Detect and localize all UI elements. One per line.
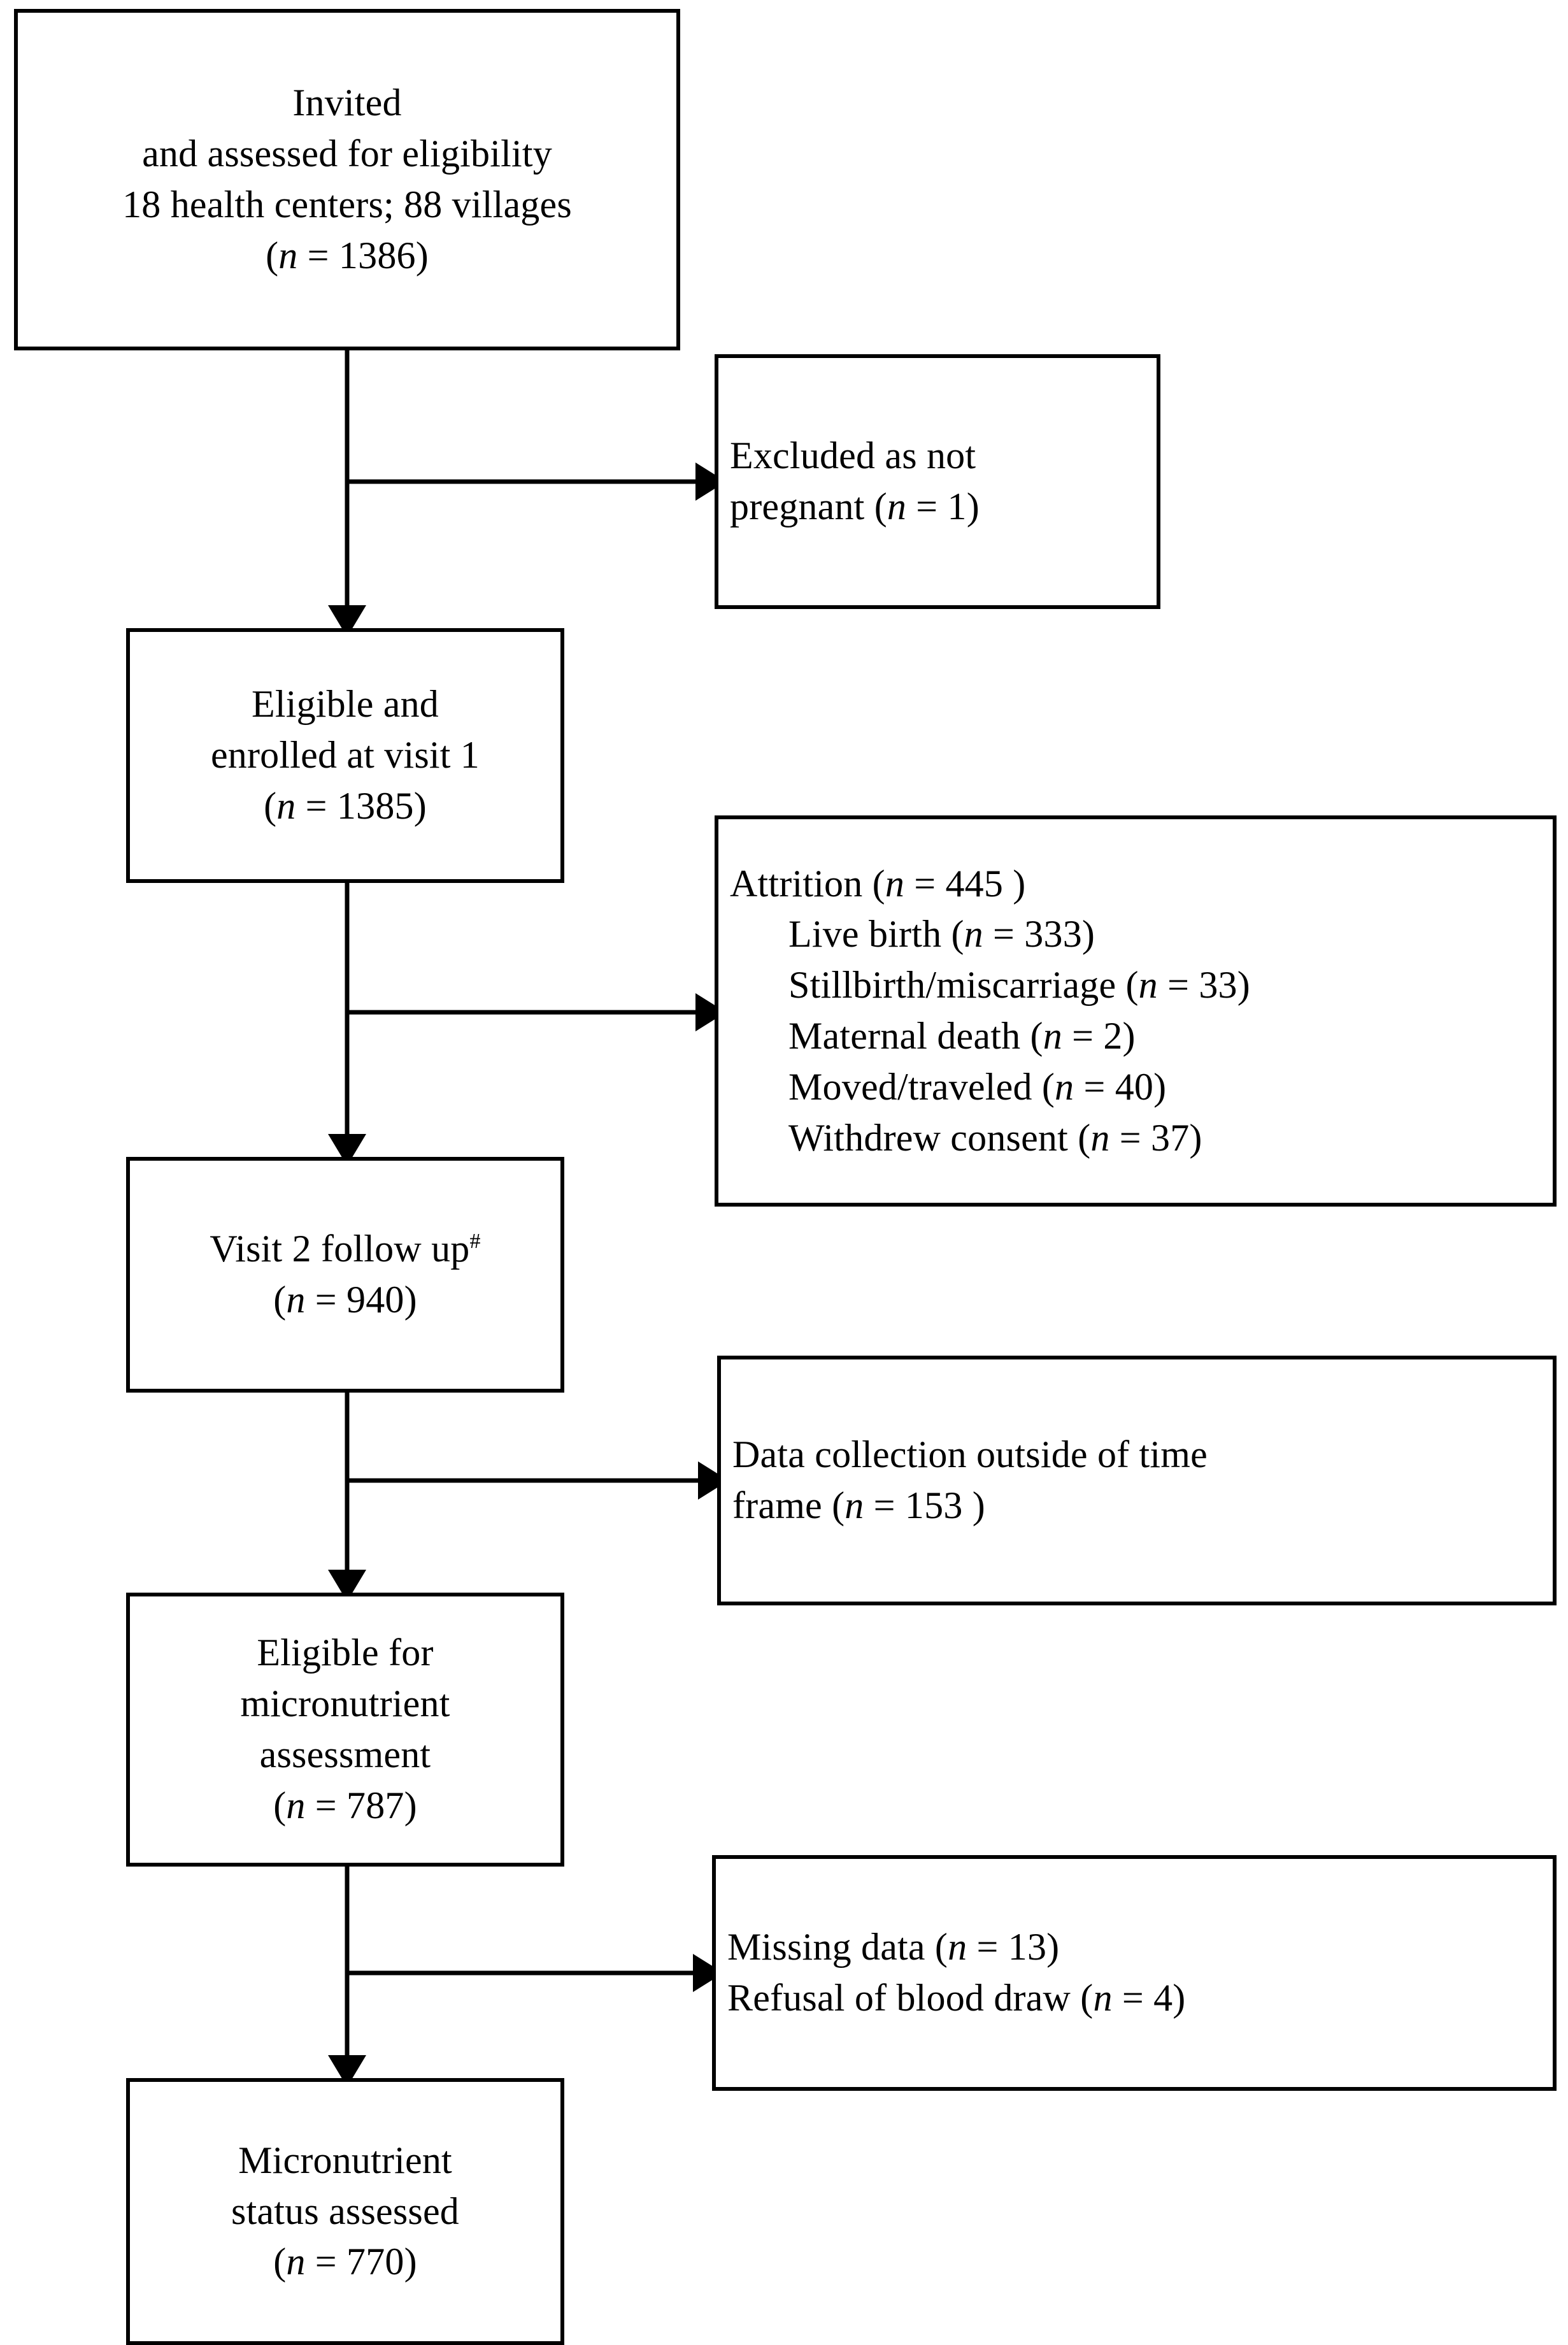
node-line-count: frame (n = 153 ) — [732, 1484, 985, 1526]
node-line: Data collection outside of time — [732, 1433, 1208, 1476]
node-line: Micronutrient — [238, 2139, 452, 2181]
node-line-count: Withdrew consent (n = 37) — [788, 1116, 1202, 1159]
node-micronutrient-status-assessed[interactable]: Micronutrient status assessed (n = 770) — [126, 2078, 564, 2345]
node-invited-and-assessed[interactable]: Invited and assessed for eligibility 18 … — [14, 9, 680, 350]
node-line-count: (n = 1386) — [266, 234, 429, 276]
node-line-count: (n = 787) — [273, 1784, 417, 1826]
node-line-count: Missing data (n = 13) — [727, 1926, 1060, 1969]
node-eligible-for-micronutrient-assessment[interactable]: Eligible for micronutrient assessment (n… — [126, 1593, 564, 1867]
node-excluded-as-not-pregnant[interactable]: Excluded as not pregnant (n = 1) — [715, 354, 1160, 609]
node-line: 18 health centers; 88 villages — [122, 183, 572, 226]
node-attrition[interactable]: Attrition (n = 445 ) Live birth (n = 333… — [715, 815, 1557, 1207]
node-line-count: Attrition (n = 445 ) — [730, 862, 1026, 905]
node-line-count: Maternal death (n = 2) — [788, 1015, 1136, 1057]
node-line: Eligible and — [252, 683, 439, 726]
node-eligible-and-enrolled-visit-1[interactable]: Eligible and enrolled at visit 1 (n = 13… — [126, 628, 564, 883]
connector-eligible2-to-missing — [347, 1954, 723, 1992]
node-line: enrolled at visit 1 — [210, 734, 480, 777]
connector-eligible2-to-final — [328, 1867, 366, 2087]
node-line-count: Stillbirth/miscarriage (n = 33) — [788, 964, 1250, 1007]
node-line: and assessed for eligibility — [142, 133, 552, 175]
connector-eligible1-to-attrition — [347, 993, 726, 1031]
node-line-count: (n = 770) — [273, 2241, 417, 2283]
node-line: Invited — [292, 82, 402, 124]
node-line: status assessed — [231, 2190, 459, 2232]
node-visit-2-follow-up[interactable]: Visit 2 follow up# (n = 940) — [126, 1157, 564, 1393]
node-line: micronutrient — [240, 1682, 450, 1725]
node-line-count: Moved/traveled (n = 40) — [788, 1065, 1167, 1108]
connector-invited-to-eligible1 — [328, 350, 366, 637]
connector-invited-to-excluded — [347, 463, 726, 501]
connector-eligible1-to-visit2 — [328, 883, 366, 1166]
node-data-collection-outside-time-frame[interactable]: Data collection outside of time frame (n… — [717, 1356, 1557, 1605]
node-missing-data-and-refusal[interactable]: Missing data (n = 13) Refusal of blood d… — [712, 1855, 1557, 2091]
node-line: Visit 2 follow up# — [210, 1228, 481, 1270]
footnote-marker: # — [469, 1230, 481, 1254]
node-line: Excluded as not — [730, 434, 976, 477]
node-line-count: Live birth (n = 333) — [788, 913, 1095, 956]
node-line-count: pregnant (n = 1) — [730, 485, 980, 527]
node-line: assessment — [259, 1733, 431, 1775]
node-line-count: Refusal of blood draw (n = 4) — [727, 1977, 1186, 2019]
node-line-count: (n = 1385) — [264, 784, 427, 827]
connector-visit2-to-data-collection — [347, 1461, 729, 1500]
connector-visit2-to-eligible2 — [328, 1393, 366, 1602]
node-line-count: (n = 940) — [273, 1279, 417, 1321]
node-line: Eligible for — [257, 1631, 434, 1674]
